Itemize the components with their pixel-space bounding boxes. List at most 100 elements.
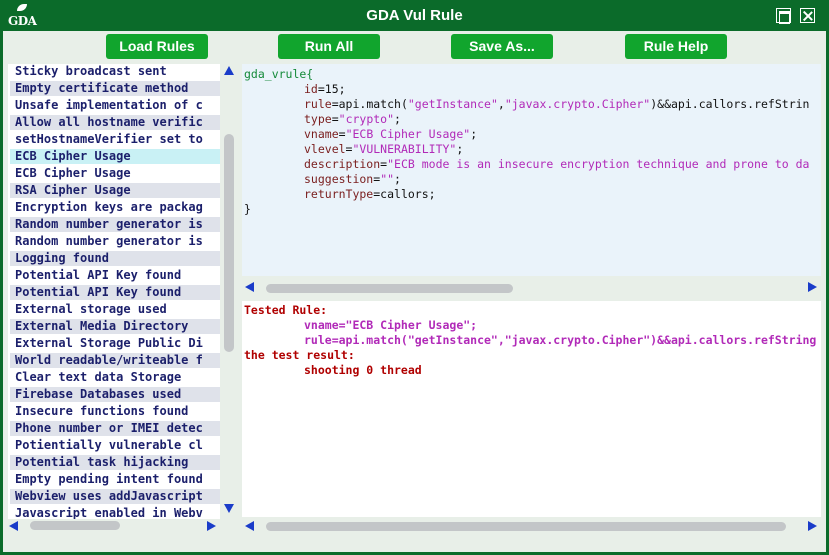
rule-list-item[interactable]: World readable/writeable f: [10, 353, 220, 368]
rule-list-item[interactable]: Insecure functions found: [15, 404, 189, 418]
rule-list-item[interactable]: Firebase Databases used: [10, 387, 220, 402]
tested-vname: vname="ECB Cipher Usage";: [304, 318, 478, 332]
code-line-return-type: returnType=callors;: [304, 187, 436, 202]
scroll-right-icon[interactable]: [808, 282, 817, 292]
title-bar[interactable]: GDA GDA Vul Rule: [0, 0, 829, 31]
code-value: =: [345, 142, 353, 156]
code-string: "VULNERABILITY": [352, 142, 457, 156]
test-result-label: the test result:: [244, 348, 355, 362]
code-key: type: [304, 112, 332, 126]
code-value: )&&api.callors.refStrin: [650, 97, 810, 111]
code-value: =: [373, 172, 381, 186]
rule-list-item[interactable]: ECB Cipher Usage: [10, 149, 220, 164]
rule-list-horizontal-scrollbar[interactable]: [6, 518, 220, 534]
window-title: GDA Vul Rule: [366, 7, 463, 24]
rule-list-item[interactable]: Potential API Key found: [10, 285, 220, 300]
code-line-vname: vname="ECB Cipher Usage";: [304, 127, 477, 142]
run-all-button[interactable]: Run All: [278, 34, 380, 59]
tested-rule-label: Tested Rule:: [244, 303, 328, 317]
code-string: "javax.crypto.Cipher": [504, 97, 651, 111]
code-value: ;: [394, 172, 401, 186]
maximize-icon[interactable]: [776, 8, 791, 24]
code-line-vlevel: vlevel="VULNERABILITY";: [304, 142, 463, 157]
code-key: description: [304, 157, 381, 171]
scroll-thumb[interactable]: [224, 134, 234, 352]
scroll-left-icon[interactable]: [245, 282, 254, 292]
scroll-right-icon[interactable]: [207, 521, 216, 531]
scroll-up-icon[interactable]: [224, 66, 234, 75]
code-line-type: type="crypto";: [304, 112, 401, 127]
logo-text: GDA: [8, 14, 37, 28]
rule-list-item[interactable]: Clear text data Storage: [15, 370, 182, 384]
rule-list-item[interactable]: Random number generator is: [10, 217, 220, 232]
code-line-suggestion: suggestion="";: [304, 172, 401, 187]
code-line-id: id=15;: [304, 82, 346, 97]
editor-horizontal-scrollbar[interactable]: [242, 276, 821, 301]
result-horizontal-scrollbar[interactable]: [242, 517, 821, 534]
scroll-right-icon[interactable]: [808, 521, 817, 531]
test-result-panel[interactable]: Tested Rule: vname="ECB Cipher Usage"; r…: [242, 301, 821, 517]
scroll-thumb[interactable]: [30, 521, 120, 530]
code-string: "crypto": [338, 112, 395, 126]
code-line-rule: rule=api.match("getInstance","javax.cryp…: [304, 97, 809, 112]
code-value: ;: [394, 112, 401, 126]
rule-list-item[interactable]: Potential API Key found: [15, 268, 182, 282]
scroll-down-icon[interactable]: [224, 504, 234, 513]
rule-list-item[interactable]: Potential task hijacking: [10, 455, 220, 470]
gda-logo: GDA: [6, 4, 38, 28]
code-footer: }: [244, 202, 251, 216]
scroll-left-icon[interactable]: [9, 521, 18, 531]
code-header: gda_vrule{: [244, 67, 314, 81]
rule-help-button[interactable]: Rule Help: [625, 34, 727, 59]
rule-list-item[interactable]: Sticky broadcast sent: [15, 64, 167, 78]
tested-rule: rule=api.match("getInstance","javax.cryp…: [304, 333, 817, 347]
save-as-button[interactable]: Save As...: [451, 34, 553, 59]
code-value: =api.match(: [331, 97, 408, 111]
rule-list-item[interactable]: Potientially vulnerable cl: [15, 438, 203, 452]
rule-list-item[interactable]: Logging found: [10, 251, 220, 266]
code-value: ;: [456, 142, 464, 156]
code-line-description: description="ECB mode is an insecure enc…: [304, 157, 809, 172]
code-value: =: [338, 127, 346, 141]
rule-list-item[interactable]: Phone number or IMEI detec: [10, 421, 220, 436]
test-result-value: shooting 0 thread: [304, 363, 422, 377]
rule-list-item[interactable]: Random number generator is: [15, 234, 203, 248]
code-string: "ECB mode is an insecure encryption tech…: [387, 157, 810, 171]
code-key: vname: [304, 127, 339, 141]
code-string: "getInstance": [407, 97, 498, 111]
rule-list-item[interactable]: Encryption keys are packag: [15, 200, 203, 214]
scroll-left-icon[interactable]: [245, 521, 254, 531]
code-key: vlevel: [304, 142, 346, 156]
code-value: ;: [470, 127, 478, 141]
close-icon[interactable]: [800, 8, 815, 23]
code-string: "ECB Cipher Usage": [345, 127, 471, 141]
load-rules-button[interactable]: Load Rules: [106, 34, 208, 59]
scroll-thumb[interactable]: [266, 284, 513, 293]
code-key: rule: [304, 97, 332, 111]
rule-list-item[interactable]: Unsafe implementation of c: [15, 98, 203, 112]
code-value: =: [380, 157, 388, 171]
rule-list-item[interactable]: ECB Cipher Usage: [15, 166, 131, 180]
rule-editor[interactable]: gda_vrule{ id=15; rule=api.match("getIns…: [242, 64, 821, 276]
rule-list-vertical-scrollbar[interactable]: [221, 64, 237, 519]
client-area: Load Rules Run All Save As... Rule Help …: [3, 31, 826, 552]
rule-list-item[interactable]: Empty certificate method: [10, 81, 220, 96]
rule-list-item[interactable]: External storage used: [15, 302, 167, 316]
rule-list-item[interactable]: External Media Directory: [10, 319, 220, 334]
code-key: suggestion: [304, 172, 374, 186]
rule-list-item[interactable]: Empty pending intent found: [15, 472, 203, 486]
rule-list-item[interactable]: Allow all hostname verific: [10, 115, 220, 130]
rule-list-item[interactable]: Webview uses addJavascript: [10, 489, 220, 504]
rule-list-item[interactable]: RSA Cipher Usage: [10, 183, 220, 198]
leaf-icon: [17, 4, 27, 11]
rule-list-item[interactable]: setHostnameVerifier set to: [15, 132, 203, 146]
scroll-thumb[interactable]: [266, 522, 786, 531]
code-value: =callors;: [373, 187, 436, 201]
rule-list-item[interactable]: Javascript enabled in Webv: [15, 506, 203, 519]
code-value: =15;: [317, 82, 346, 96]
code-value: ,: [497, 97, 505, 111]
code-string: "": [380, 172, 395, 186]
rule-list-item[interactable]: External Storage Public Di: [15, 336, 203, 350]
